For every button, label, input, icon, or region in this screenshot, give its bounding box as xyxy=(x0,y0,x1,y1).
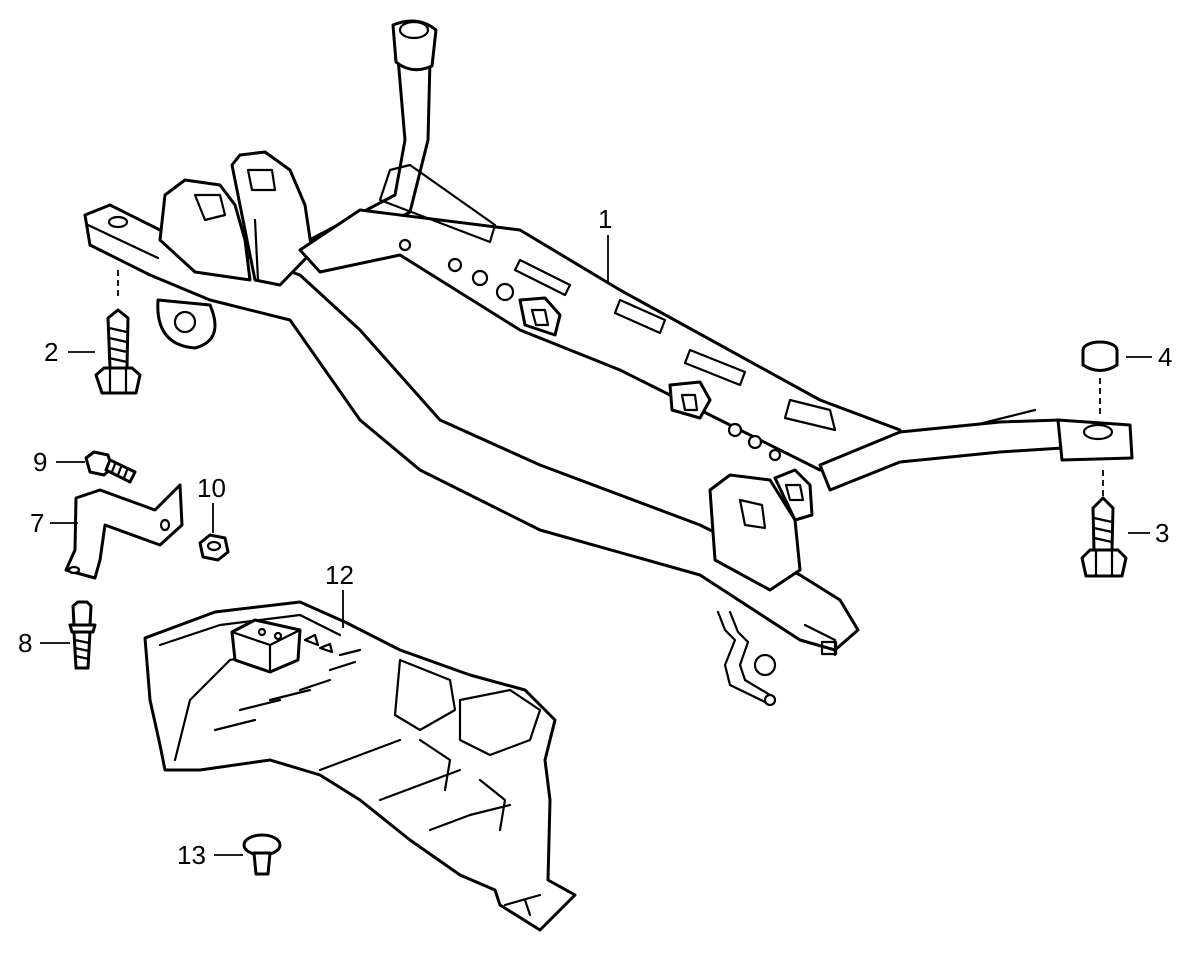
nut-10-part[interactable] xyxy=(198,533,230,562)
callout-4: 4 xyxy=(1158,342,1172,372)
callout-1: 1 xyxy=(598,204,612,234)
callout-10: 10 xyxy=(197,473,226,503)
stud-8-part[interactable] xyxy=(68,600,97,670)
callout-8: 8 xyxy=(18,628,32,658)
callout-3: 3 xyxy=(1155,518,1169,548)
subframe-part[interactable] xyxy=(83,19,1134,707)
callout-2: 2 xyxy=(44,337,58,367)
leader-lines xyxy=(40,235,1152,856)
callout-7: 7 xyxy=(30,508,44,538)
callout-9: 9 xyxy=(33,447,47,477)
bracket-7-part[interactable] xyxy=(64,483,184,580)
clip-13-part[interactable] xyxy=(242,833,282,876)
bush-4-part[interactable] xyxy=(1081,340,1119,372)
underbody-shield-part[interactable] xyxy=(143,600,577,932)
bolt-2-part[interactable] xyxy=(94,308,142,395)
callout-12: 12 xyxy=(325,560,354,590)
callout-13: 13 xyxy=(177,840,206,870)
bolt-9-part[interactable] xyxy=(84,450,137,484)
bolt-3-part[interactable] xyxy=(1080,496,1128,578)
